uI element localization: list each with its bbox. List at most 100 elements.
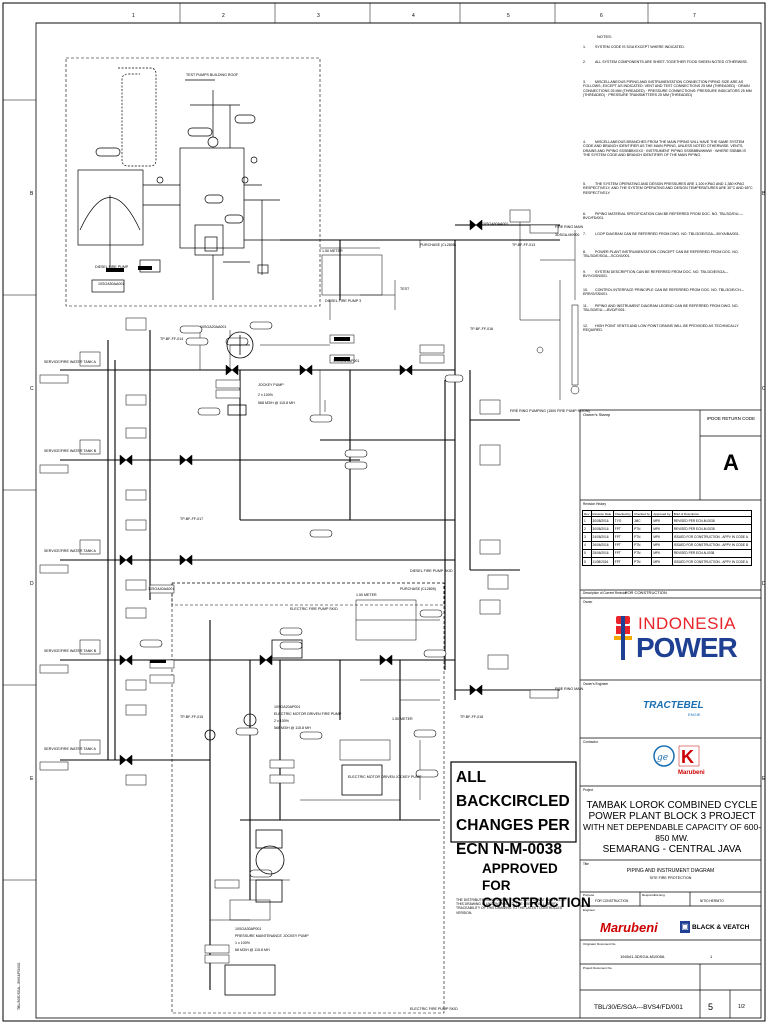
label-fire-ring-main: FIRE RING MAIN: [555, 225, 584, 229]
grid-row-a: B: [30, 191, 34, 197]
note-number: 12.: [583, 324, 588, 328]
label-flow-3: TP-BF-FF-017: [180, 517, 203, 521]
rev-cell: ISSUED FOR CONSTRUCTION - APPV IN CODE A: [671, 556, 753, 567]
rev-cell: 24/08/2016: [590, 532, 614, 542]
label-purchase-1: PURCHASE (CL2805): [420, 243, 456, 247]
note-number: 11.: [583, 304, 588, 308]
grid-row-d: E: [30, 776, 34, 782]
return-code-label: IPDOE RETURN CODE: [706, 416, 756, 421]
drawing-title-line-1: PIPING AND INSTRUMENT DIAGRAM: [626, 868, 715, 874]
label-diesel-pump: DIESEL FIRE PUMP: [95, 265, 129, 269]
rev-cell: 2: [582, 524, 592, 534]
marubeni-logo: Marubeni: [600, 920, 658, 935]
contractor-logo-text: Marubeni: [678, 770, 705, 776]
label-service-water-c: SERVICE/FIRE WATER TANK A: [44, 549, 97, 553]
responsible-value: NITIO HERNITO: [700, 899, 724, 903]
title-block-frame: [579, 409, 761, 1018]
purpose-label: Purpose: [583, 893, 595, 897]
note-11: 11.PIPING AND INSTRUMENT DIAGRAM LEGEND …: [583, 304, 753, 313]
grid-col-5: 5: [507, 13, 510, 19]
label-diesel-pump-header: DIESEL FIRE PUMP 3: [325, 299, 361, 303]
grid-col-4: 4: [412, 13, 415, 19]
label-service-water-b: SERVICE/FIRE WATER TANK B: [44, 449, 97, 453]
label-rating-3: 68 M3/H @ 115.8 MH: [235, 948, 270, 952]
diesel-pump-skid-boundary: [65, 57, 321, 307]
note-text: CONTROL INTERFACE PRINCIPLE CAN BE REFER…: [583, 288, 745, 297]
stamp-line-2: CHANGES PER: [456, 817, 570, 834]
owner-stamp-label: Owner's Stamp: [583, 412, 611, 417]
label-flow-6: TP-BF-FF-018: [460, 715, 483, 719]
note-text: PIPING AND INSTRUMENT DIAGRAM LEGEND CAN…: [583, 304, 739, 313]
rev-cell: REVISED PER ECN-N-0038: [671, 548, 753, 558]
note-text: MISCELLANEOUS BRANCHES FROM THE MAIN PIP…: [583, 140, 746, 158]
label-flow-5: TP-BF-FF-014: [160, 337, 183, 341]
note-number: 9.: [583, 270, 586, 274]
rev-cell: FPT: [612, 548, 634, 558]
label-tag-5: 10SGA40AA001: [148, 587, 174, 591]
note-12: 12.HIGH POINT VENTS AND LOW POINT DRAINS…: [583, 324, 753, 333]
notes-title: NOTES:: [597, 34, 612, 39]
jockey-pump-symbol: [226, 331, 254, 359]
tractebel-logo: TRACTEBEL: [643, 700, 704, 711]
note-10: 10.CONTROL INTERFACE PRINCIPLE CAN BE RE…: [583, 288, 753, 297]
label-cap-3: 1 x 100%: [235, 941, 251, 945]
note-number: 6.: [583, 212, 586, 216]
label-fire-ring-main-2: FIRE RING MAIN: [555, 687, 584, 691]
grid-col-3: 3: [317, 13, 320, 19]
rev-cell: REVISED PER ECN-M-0038: [671, 524, 753, 534]
doc-no: TBL/30/E/SGA---BVS4/FD/001: [594, 1004, 683, 1011]
grid-col-1: 1: [132, 13, 135, 19]
note-text: MISCELLANEOUS PIPING AND INSTRUMENTATION…: [583, 80, 752, 98]
label-fire-ring-sub: 3DSGA-M0900: [555, 233, 579, 237]
rev-cell: PTN: [632, 532, 653, 542]
note-number: 5.: [583, 182, 586, 186]
rev-cell: MPK: [651, 524, 673, 534]
originator-no: 194541-3DSGA-M1005A: [620, 954, 665, 959]
rev-cell: 25/06/2016: [590, 548, 614, 558]
test-header-box: [321, 254, 383, 296]
note-4: 4.MISCELLANEOUS BRANCHES FROM THE MAIN P…: [583, 140, 753, 158]
project-doc-label: Project Document No.: [583, 966, 613, 970]
originator-label: Originator Document No.: [583, 942, 617, 946]
label-tag-4: 10SGA30AP001: [235, 927, 261, 931]
rev-cell: 30/08/2016: [590, 515, 614, 526]
owner-logo-mark: [612, 616, 634, 660]
stamp-line-1: ALL BACKCIRCLED: [456, 769, 570, 810]
note-2: 2.ALL SYSTEM COMPONENTS ARE SHEET-TOGETH…: [583, 60, 753, 64]
rev-cell: TYG: [612, 515, 634, 526]
rev-cell: MPK: [651, 540, 673, 550]
rev-cell: ISSUED FOR CONSTRUCTION - APPV IN CODE A: [671, 532, 753, 542]
owner-engineer-label: Owner's Engineer: [583, 682, 609, 686]
label-electric-pump-skid: ELECTRIC FIRE PUMP SKID: [290, 607, 338, 611]
approved-stamp: APPROVED FOR CONSTRUCTION: [482, 860, 591, 911]
rev-cell: 30/08/2016: [590, 524, 614, 534]
label-cap-2: 2 x 100%: [274, 719, 290, 723]
note-6: 6.PIPING MATERIAL SPECIFICATION CAN BE R…: [583, 212, 753, 221]
note-number: 3.: [583, 80, 586, 84]
note-5: 5.THE SYSTEM OPERATING AND DESIGN PRESSU…: [583, 182, 753, 195]
label-flow-1: TP-BF-FF-013: [512, 243, 535, 247]
label-rating-2: 568 M3/H @ 115.8 MH: [274, 726, 311, 730]
sheet-no: 1: [710, 954, 713, 959]
label-tag-7: 10SGA60AA001: [482, 222, 508, 226]
note-number: 4.: [583, 140, 586, 144]
rev-cell: MPK: [651, 532, 673, 542]
rev-cell: PTN: [632, 556, 653, 567]
project-line-3: WITH NET DEPENDABLE CAPACITY OF 600-850 …: [582, 822, 762, 843]
revisions-label: Revision History: [583, 502, 607, 506]
label-flow-2: TP-BF-FF-016: [470, 327, 493, 331]
rev-cell: JMC: [632, 515, 653, 526]
rev-cell: MPK: [651, 515, 673, 526]
drawing-title: PIPING AND INSTRUMENT DIAGRAM SITE FIRE …: [580, 868, 761, 882]
grid-col-2: 2: [222, 13, 225, 19]
bv-logo-mark: ▣: [680, 921, 690, 933]
rev-cell: 3: [582, 532, 592, 542]
project-line-4: SEMARANG - CENTRAL JAVA: [602, 844, 742, 855]
label-service-water-e: SERVICE/FIRE WATER TANK A: [44, 747, 97, 751]
purpose-value: FOR CONSTRUCTION: [595, 899, 629, 903]
